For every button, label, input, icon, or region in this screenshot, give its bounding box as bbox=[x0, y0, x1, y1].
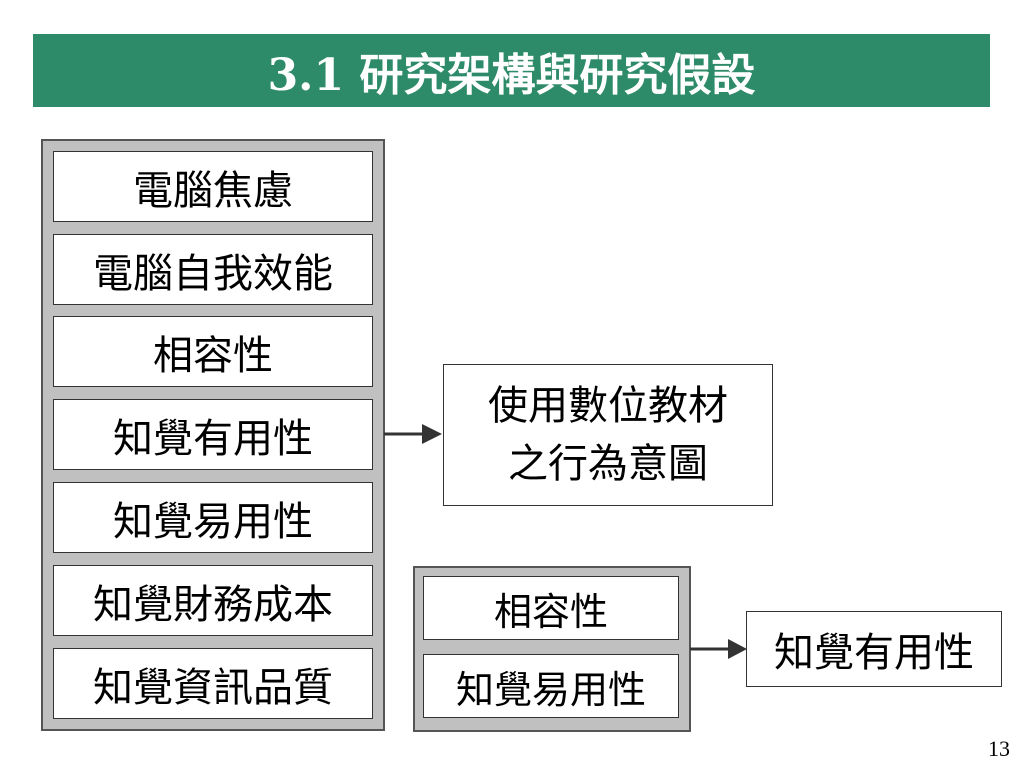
construct-perceived-ease-of-use: 知覺易用性 bbox=[53, 482, 373, 553]
behavioral-intention-line1: 使用數位教材 bbox=[488, 383, 728, 429]
behavioral-intention-box: 使用數位教材 之行為意圖 bbox=[443, 364, 773, 506]
construct-computer-anxiety: 電腦焦慮 bbox=[53, 151, 373, 222]
arrow-to-usefulness bbox=[690, 639, 747, 659]
behavioral-intention-line2: 之行為意圖 bbox=[508, 441, 708, 487]
perceived-usefulness-outcome-box: 知覺有用性 bbox=[746, 611, 1002, 687]
arrow-to-intention bbox=[384, 424, 442, 444]
construct-computer-self-efficacy: 電腦自我效能 bbox=[53, 234, 373, 305]
small-construct-compatibility: 相容性 bbox=[423, 576, 679, 640]
page-number: 13 bbox=[988, 736, 1010, 761]
small-construct-perceived-ease-of-use: 知覺易用性 bbox=[423, 654, 679, 718]
construct-perceived-information-quality: 知覺資訊品質 bbox=[53, 648, 373, 719]
slide-title: 3.1 研究架構與研究假設 bbox=[33, 34, 990, 107]
construct-perceived-usefulness: 知覺有用性 bbox=[53, 399, 373, 470]
construct-perceived-financial-cost: 知覺財務成本 bbox=[53, 565, 373, 636]
construct-compatibility: 相容性 bbox=[53, 316, 373, 387]
